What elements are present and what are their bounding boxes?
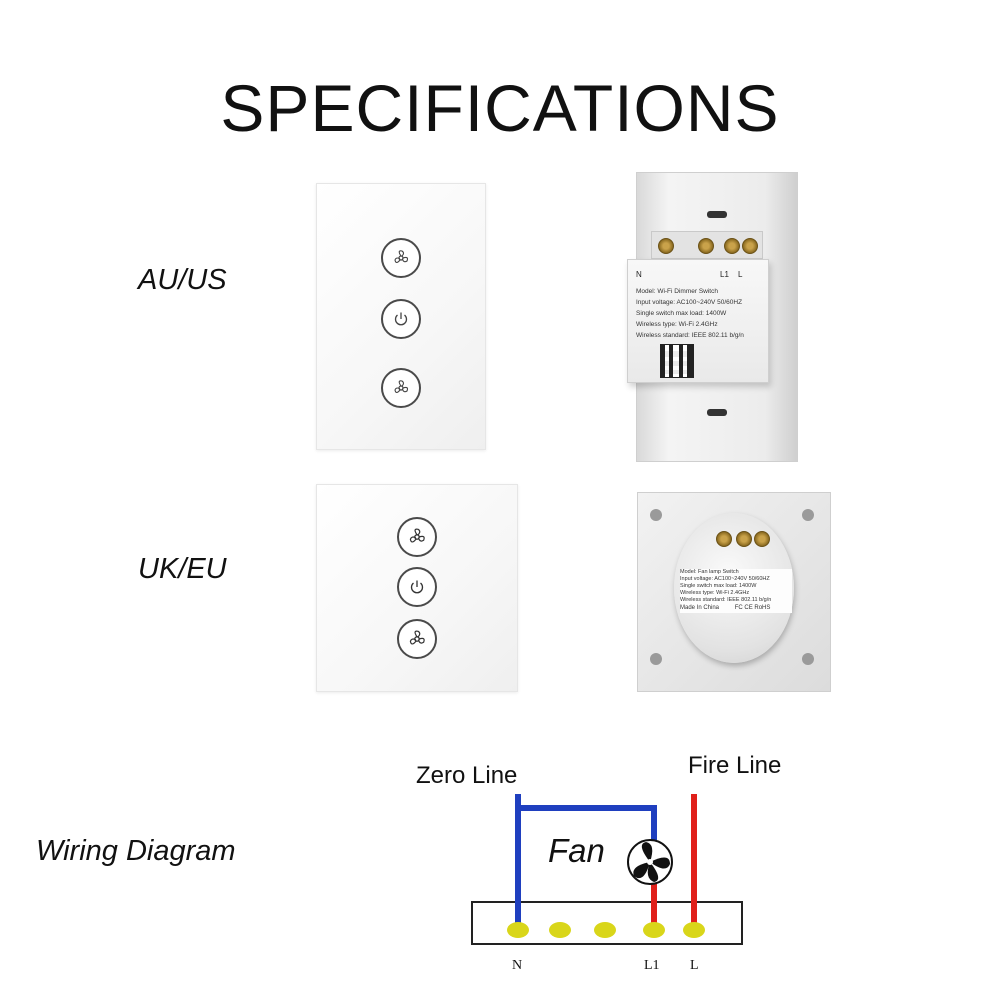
uk-eu-module: Model: Fan lamp Switch Input voltage: AC… (674, 513, 794, 663)
spec-line: Wireless type: Wi-Fi 2.4GHz (636, 321, 718, 328)
cert-marks: FC CE RoHS (734, 605, 771, 611)
terminal-block (471, 901, 743, 945)
fan-low-button[interactable] (381, 238, 421, 278)
au-us-module: N L1 L Model: Wi-Fi Dimmer Switch Input … (627, 259, 769, 383)
fan-icon (394, 380, 409, 394)
au-us-front-panel (316, 183, 486, 450)
qr-code (660, 344, 694, 378)
fan-icon (394, 250, 409, 264)
spec-line: Model: Fan lamp Switch (680, 569, 739, 575)
uk-eu-back-panel: Model: Fan lamp Switch Input voltage: AC… (637, 492, 831, 692)
fan-low-button[interactable] (397, 517, 437, 557)
fan-high-button[interactable] (397, 619, 437, 659)
mounting-hole (650, 653, 662, 665)
wiring-diagram (471, 794, 743, 945)
fan-high-button[interactable] (381, 368, 421, 408)
terminal-l1 (643, 922, 665, 938)
power-button[interactable] (381, 299, 421, 339)
fire-line-label: Fire Line (688, 752, 782, 779)
label-wiring-diagram: Wiring Diagram (36, 835, 236, 867)
power-icon (410, 580, 424, 594)
mounting-hole (650, 509, 662, 521)
terminal-screw (658, 238, 674, 254)
terminal-block (651, 231, 763, 259)
page-title: SPECIFICATIONS (220, 71, 780, 145)
au-us-back-panel: N L1 L Model: Wi-Fi Dimmer Switch Input … (627, 172, 798, 462)
spec-line: Input voltage: AC100~240V 50/60HZ (636, 299, 743, 306)
neutral-wire (515, 794, 657, 930)
label-uk-eu: UK/EU (138, 553, 227, 585)
terminal-screw (698, 238, 714, 254)
mounting-slot (707, 211, 727, 218)
terminal-screw (724, 238, 740, 254)
wiring-terminal-l: L (690, 958, 699, 973)
fan-icon (627, 839, 673, 885)
zero-line-label: Zero Line (416, 762, 518, 789)
mounting-slot (707, 409, 727, 416)
terminal-blank (549, 922, 571, 938)
terminal-screw (742, 238, 758, 254)
uk-eu-front-panel (316, 484, 518, 692)
terminal-blank (594, 922, 616, 938)
spec-line: Single switch max load: 1400W (636, 310, 727, 317)
terminal-screw (736, 531, 752, 547)
spec-line: Input voltage: AC100~240V 50/60HZ (680, 576, 770, 582)
terminal-screw (754, 531, 770, 547)
power-icon (394, 312, 408, 326)
terminal-label-n: N (636, 270, 642, 279)
terminal-n (507, 922, 529, 938)
terminal-screw (716, 531, 732, 547)
spec-line: Wireless standard: IEEE 802.11 b/g/n (680, 597, 772, 603)
fan-label: Fan (548, 832, 605, 869)
spec-line: Single switch max load: 1400W (680, 583, 757, 589)
mounting-hole (802, 653, 814, 665)
made-in-line: Made In China FC CE RoHS (680, 604, 792, 612)
spec-line: Model: Wi-Fi Dimmer Switch (636, 288, 718, 295)
label-au-us: AU/US (138, 264, 227, 296)
spec-line: Wireless standard: IEEE 802.11 b/g/n (636, 332, 744, 339)
made-in-text: Made In China (680, 605, 720, 611)
wiring-terminal-l1: L1 (644, 958, 660, 973)
mounting-hole (802, 509, 814, 521)
wiring-terminal-n: N (512, 958, 523, 973)
power-button[interactable] (397, 567, 437, 607)
module-terminal-labels: N L1 L (636, 270, 760, 279)
spec-line: Wireless type: Wi-Fi 2.4GHz (680, 590, 750, 596)
fan-icon (409, 528, 425, 543)
fan-icon (409, 630, 425, 645)
terminal-l (683, 922, 705, 938)
module-spec-text: Model: Wi-Fi Dimmer Switch Input voltage… (636, 286, 744, 341)
terminal-label-l1: L1 (720, 270, 729, 279)
module-label: Model: Fan lamp Switch Input voltage: AC… (680, 569, 792, 613)
terminal-label-l: L (738, 270, 743, 279)
